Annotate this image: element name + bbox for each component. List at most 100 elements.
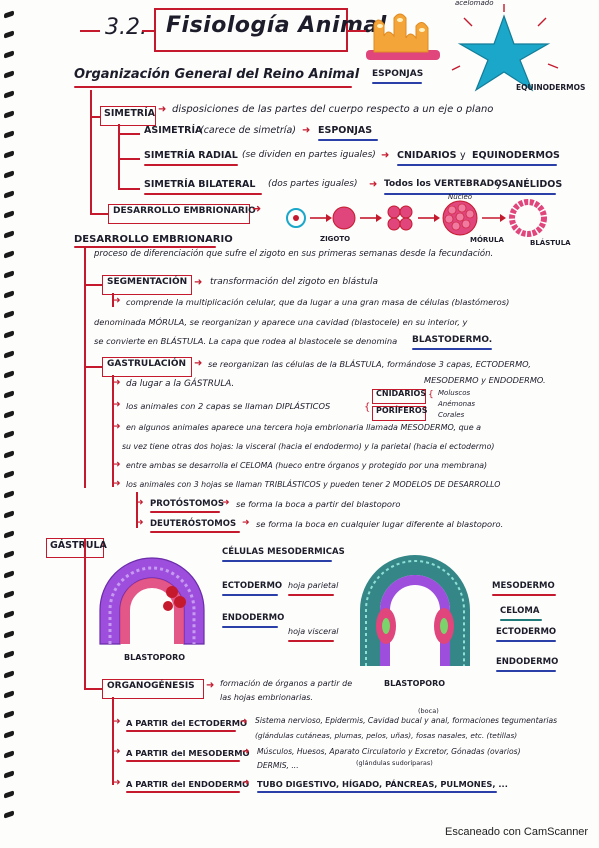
sponges-underline	[372, 82, 422, 84]
radial-symmetry-label: SIMETRÍA RADIAL	[144, 150, 238, 161]
binding-hole	[4, 430, 14, 439]
ectoderm-left-underline	[222, 594, 278, 596]
bilateral-symmetry-label: SIMETRÍA BILATERAL	[144, 179, 256, 190]
binding-hole	[4, 310, 14, 319]
arrow-symbol: ➜	[242, 778, 250, 788]
blastopore-right-label: BLASTOPORO	[384, 679, 446, 688]
cnidarians-box	[372, 389, 426, 404]
protostomes-definition: se forma la boca a partir del blastoporo	[236, 499, 401, 509]
organization-tree-line	[90, 90, 92, 214]
title-dash-mid	[142, 30, 156, 32]
symmetry-box	[100, 106, 156, 126]
sub-anemones: Anémonas	[438, 400, 476, 408]
binding-hole	[4, 650, 14, 659]
bilateral-symmetry-detail: (dos partes iguales)	[268, 179, 358, 189]
binding-hole	[4, 730, 14, 739]
gastrulation-tree-line	[112, 375, 114, 487]
gastrula-heading: GÁSTRULA	[50, 540, 107, 551]
mesoderm-right-label: MESODERMO	[492, 581, 555, 591]
ectoderm-origin-underline	[126, 730, 236, 732]
arrow-symbol: ➜	[113, 296, 121, 306]
binding-hole	[4, 90, 14, 99]
zygote-label: ZIGOTO	[320, 235, 351, 243]
binding-hole	[4, 190, 14, 199]
coelom-right-underline	[500, 619, 542, 621]
binding-hole	[4, 30, 14, 39]
arrow-symbol: ➜	[113, 422, 121, 432]
bilateral-and: y	[496, 179, 502, 190]
gastrulation-definition: se reorganizan las células de la BLÁSTUL…	[208, 359, 531, 369]
tree-branch	[118, 133, 140, 135]
mesoderm-right-underline	[492, 594, 556, 596]
binding-hole	[4, 250, 14, 259]
segmentation-label: SEGMENTACIÓN	[107, 277, 188, 287]
ectoderm-derivatives-2: (glándulas cutáneas, plumas, pelos, uñas…	[255, 731, 518, 740]
radial-result-echinoderms: EQUINODERMOS	[472, 150, 560, 161]
gastrulation-box	[102, 357, 192, 377]
arrow-symbol: ➜	[194, 277, 203, 288]
protostomes-label: PROTÓSTOMOS	[150, 499, 224, 509]
development-tree-line-2	[84, 538, 86, 688]
arrow-symbol: ➜	[113, 747, 121, 757]
endoderm-derivatives: TUBO DIGESTIVO, HÍGADO, PÁNCREAS, PULMON…	[257, 779, 508, 789]
blastopore-left-label: BLASTOPORO	[124, 653, 186, 662]
bilateral-result-vertebrates: Todos los VERTEBRADOS	[384, 179, 509, 189]
arrow-symbol: ➜	[113, 717, 121, 727]
binding-hole	[4, 210, 14, 219]
tree-branch	[90, 213, 108, 215]
binding-hole	[4, 510, 14, 519]
radial-symmetry-detail: (se dividen en partes iguales)	[242, 150, 376, 160]
binding-hole	[4, 490, 14, 499]
mesoderm-origin-label: A PARTIR del MESODERMO	[126, 748, 250, 758]
arrow-symbol: ➜	[194, 358, 203, 369]
sponges-label: ESPONJAS	[372, 69, 424, 79]
organogenesis-definition-2: las hojas embrionarias.	[220, 693, 313, 702]
nucleus-label: Núcleo	[448, 193, 473, 201]
endoderm-origin-underline	[126, 791, 240, 793]
binding-hole	[4, 670, 14, 679]
parietal-layer-label: hoja parietal	[288, 581, 339, 590]
arrow-symbol: ➜	[136, 498, 144, 508]
deuterostomes-underline	[150, 531, 240, 533]
symmetry-label: SIMETRÍA	[104, 108, 156, 119]
arrow-symbol: ➜	[206, 680, 215, 691]
binding-hole	[4, 710, 14, 719]
tree-branch	[84, 688, 102, 690]
tree-branch	[84, 284, 102, 286]
mesoderm-line-1: en algunos animales aparece una tercera …	[126, 423, 482, 432]
development-heading-underline	[74, 246, 216, 248]
gastrulation-label: GASTRULACIÓN	[107, 359, 187, 369]
sub-molluscs: Moluscos	[438, 389, 471, 397]
endoderm-left-label: ENDODERMO	[222, 613, 285, 623]
blastula-label: BLÁSTULA	[530, 239, 571, 247]
asymmetry-detail: (carece de simetría)	[200, 125, 296, 136]
binding-hole	[4, 470, 14, 479]
binding-hole	[4, 590, 14, 599]
bilateral-results-underline	[384, 193, 556, 195]
arrow-symbol: ➜	[113, 778, 121, 788]
endoderm-right-label: ENDODERMO	[496, 657, 559, 667]
ectoderm-right-label: ECTODERMO	[496, 627, 557, 637]
binding-hole	[4, 690, 14, 699]
arrow-symbol: ➜	[252, 202, 262, 215]
triploblastic-line: los animales con 3 hojas se llaman TRIBL…	[126, 480, 501, 489]
protostomes-underline	[150, 511, 220, 513]
development-tree-line	[84, 248, 86, 488]
radial-and: y	[460, 150, 466, 161]
embryo-stages-diagram	[286, 199, 547, 237]
ectoderm-left-label: ECTODERMO	[222, 581, 283, 591]
arrow-symbol: ➜	[242, 747, 250, 757]
porifera-label: PORÍFEROS	[376, 406, 428, 415]
gastrulation-line-1: da lugar a la GÁSTRULA.	[126, 379, 235, 389]
title-dash-right	[346, 30, 366, 32]
binding-hole	[4, 110, 14, 119]
binding-hole	[4, 450, 14, 459]
arrow-symbol: ➜	[240, 717, 248, 727]
symmetry-definition: disposiciones de las partes del cuerpo r…	[172, 104, 494, 115]
gastrula-box	[46, 538, 104, 558]
mesoderm-cells-label: CÉLULAS MESODERMICAS	[222, 547, 345, 557]
spiral-binding	[0, 0, 20, 820]
arrow-symbol: ➜	[302, 125, 311, 136]
asymmetry-result-underline	[318, 139, 378, 141]
